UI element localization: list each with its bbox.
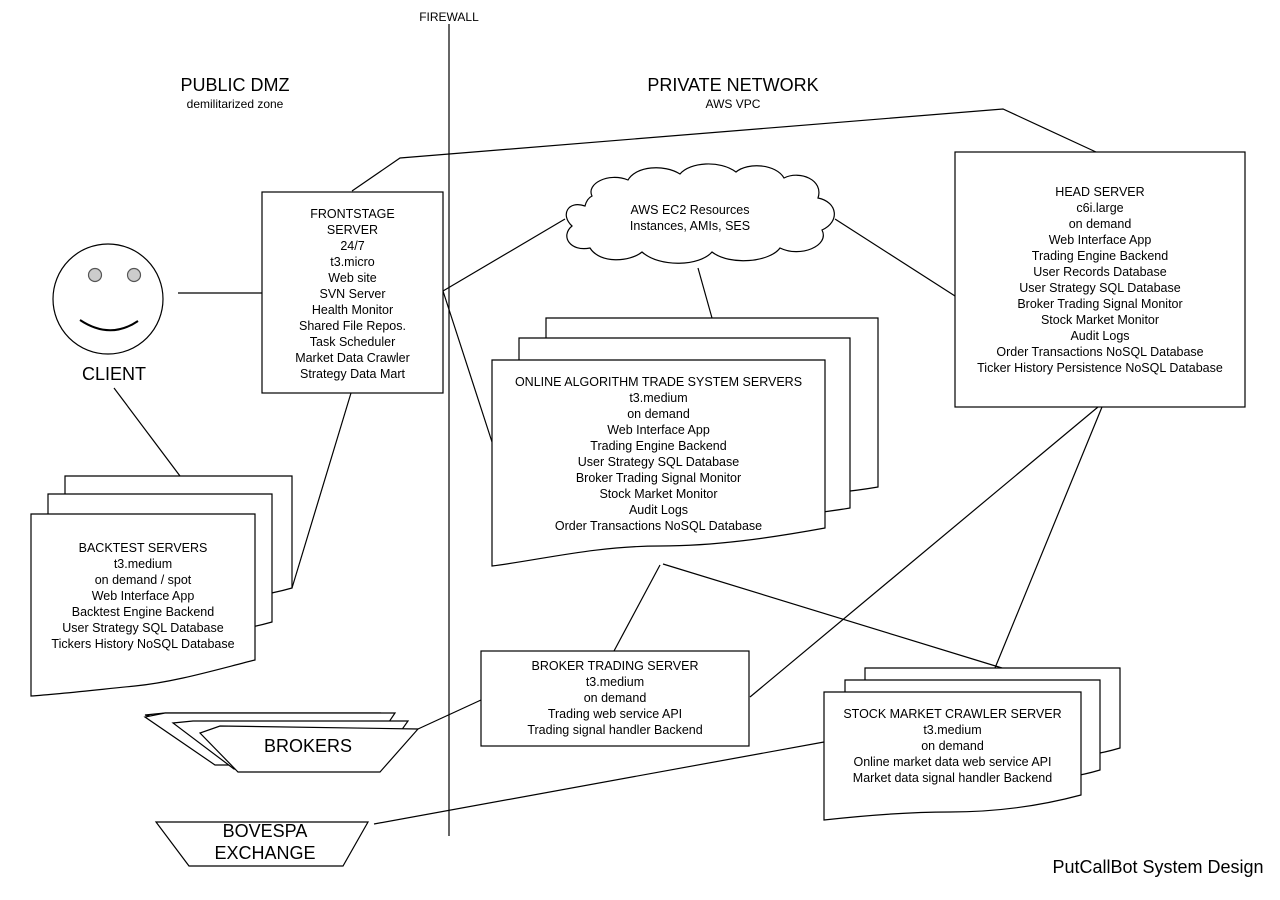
connector-frontstage-head [351,108,1097,192]
backtest-servers-text: BACKTEST SERVERS t3.medium on demand / s… [31,540,255,652]
frontstage-line: 24/7 [340,239,365,253]
head-server-line: Stock Market Monitor [1040,313,1160,327]
online-servers-line: User Strategy SQL Database [577,455,740,469]
broker-trading-server-line: Trading signal handler Backend [527,723,703,737]
frontstage-line: Strategy Data Mart [300,367,405,381]
client-eye-right-icon [126,267,142,283]
head-server-box [954,151,1246,408]
head-server-line: Web Interface App [1048,233,1152,247]
connector-frontstage-online [442,290,493,443]
connector-crawler-bovespa [373,741,825,825]
connector-online-crawler [662,563,1003,669]
connector-online-broker [613,564,661,652]
frontstage-line: Web site [328,271,377,285]
online-servers-stack-front [491,359,826,567]
backtest-servers-line: Web Interface App [91,589,195,603]
head-server-line: User Records Database [1033,265,1167,279]
connector-client-backtest [113,387,181,477]
broker-trading-server-box [480,650,750,747]
crawler-stack-front [823,691,1082,821]
crawler-server-line: STOCK MARKET CRAWLER SERVER [843,707,1062,721]
head-server-line: Ticker History Persistence NoSQL Databas… [977,361,1223,375]
online-servers-line: Broker Trading Signal Monitor [575,471,742,485]
online-servers-line: ONLINE ALGORITHM TRADE SYSTEM SERVERS [514,375,803,389]
online-servers-text: ONLINE ALGORITHM TRADE SYSTEM SERVERS t3… [492,374,825,534]
client-label: CLIENT [81,364,146,384]
private-zone-title: PRIVATE NETWORK [647,75,819,95]
connector-head-broker [749,406,1099,698]
frontstage-line: FRONTSTAGE [310,207,395,221]
head-server-line: User Strategy SQL Database [1019,281,1181,295]
broker-trading-server-line: on demand [583,691,647,705]
crawler-server-line: t3.medium [923,723,982,737]
public-zone-title: PUBLIC DMZ [180,75,290,95]
brokers-label: BROKERS [263,736,353,756]
frontstage-line: Market Data Crawler [295,351,410,365]
aws-cloud-line: Instances, AMIs, SES [629,219,751,233]
connector-frontstage-backtest [291,392,352,589]
backtest-servers-line: Tickers History NoSQL Database [51,637,235,651]
bovespa-shape [154,821,370,867]
connector-broker-brokers [417,699,482,730]
broker-trading-server-text: BROKER TRADING SERVER t3.medium on deman… [481,658,749,738]
connector-cloud-online [697,267,713,319]
connector-frontstage-cloud [442,218,566,292]
backtest-servers-line: BACKTEST SERVERS [78,541,208,555]
online-servers-line: Trading Engine Backend [590,439,727,453]
online-servers-line: on demand [627,407,690,421]
frontstage-server-box [261,191,444,394]
backtest-servers-line: Backtest Engine Backend [71,605,215,619]
crawler-server-text: STOCK MARKET CRAWLER SERVER t3.medium on… [824,706,1081,786]
broker-trading-server-line: Trading web service API [547,707,683,721]
crawler-server-line: Online market data web service API [853,755,1052,769]
crawler-server-line: Market data signal handler Backend [852,771,1053,785]
broker-trading-server-line: BROKER TRADING SERVER [531,659,699,673]
head-server-line: c6i.large [1076,201,1124,215]
diagram-title: PutCallBot System Design [1052,857,1264,877]
broker-trading-server-line: t3.medium [585,675,645,689]
public-zone-subtitle: demilitarized zone [186,97,284,111]
bovespa-line: EXCHANGE [214,843,316,863]
brokers-shape-front [198,725,420,773]
firewall-label: FIREWALL [419,10,479,24]
frontstage-line: SERVER [326,223,379,237]
online-servers-line: t3.medium [629,391,688,405]
backtest-servers-stack-front [30,513,256,697]
head-server-text: HEAD SERVER c6i.large on demand Web Inte… [955,184,1245,376]
frontstage-line: t3.micro [330,255,375,269]
head-server-line: Audit Logs [1070,329,1130,343]
aws-cloud-text: AWS EC2 Resources Instances, AMIs, SES [600,202,780,234]
head-server-line: Order Transactions NoSQL Database [996,345,1204,359]
connector-head-crawler [994,406,1103,669]
client-eye-left-icon [87,267,103,283]
frontstage-line: Task Scheduler [309,335,396,349]
private-zone-subtitle: AWS VPC [705,97,761,111]
head-server-line: on demand [1068,217,1132,231]
online-servers-line: Stock Market Monitor [599,487,718,501]
online-servers-line: Order Transactions NoSQL Database [554,519,763,533]
frontstage-server-text: FRONTSTAGE SERVER 24/7 t3.micro Web site… [262,206,443,382]
head-server-line: Trading Engine Backend [1031,249,1169,263]
head-server-line: HEAD SERVER [1055,185,1145,199]
crawler-server-line: on demand [921,739,984,753]
connector-cloud-head [834,218,956,297]
backtest-servers-line: on demand / spot [94,573,192,587]
bovespa-text: BOVESPA EXCHANGE [180,820,350,864]
backtest-servers-line: User Strategy SQL Database [62,621,224,635]
online-servers-line: Web Interface App [607,423,710,437]
frontstage-line: Health Monitor [311,303,394,317]
head-server-line: Broker Trading Signal Monitor [1017,297,1183,311]
aws-cloud-shape [565,163,835,264]
backtest-servers-line: t3.medium [113,557,173,571]
bovespa-line: BOVESPA [222,821,308,841]
frontstage-line: SVN Server [319,287,386,301]
client-smile-icon [79,319,139,332]
frontstage-line: Shared File Repos. [298,319,406,333]
online-servers-line: Audit Logs [628,503,689,517]
client-face-icon [52,243,164,355]
aws-cloud-line: AWS EC2 Resources [630,203,750,217]
